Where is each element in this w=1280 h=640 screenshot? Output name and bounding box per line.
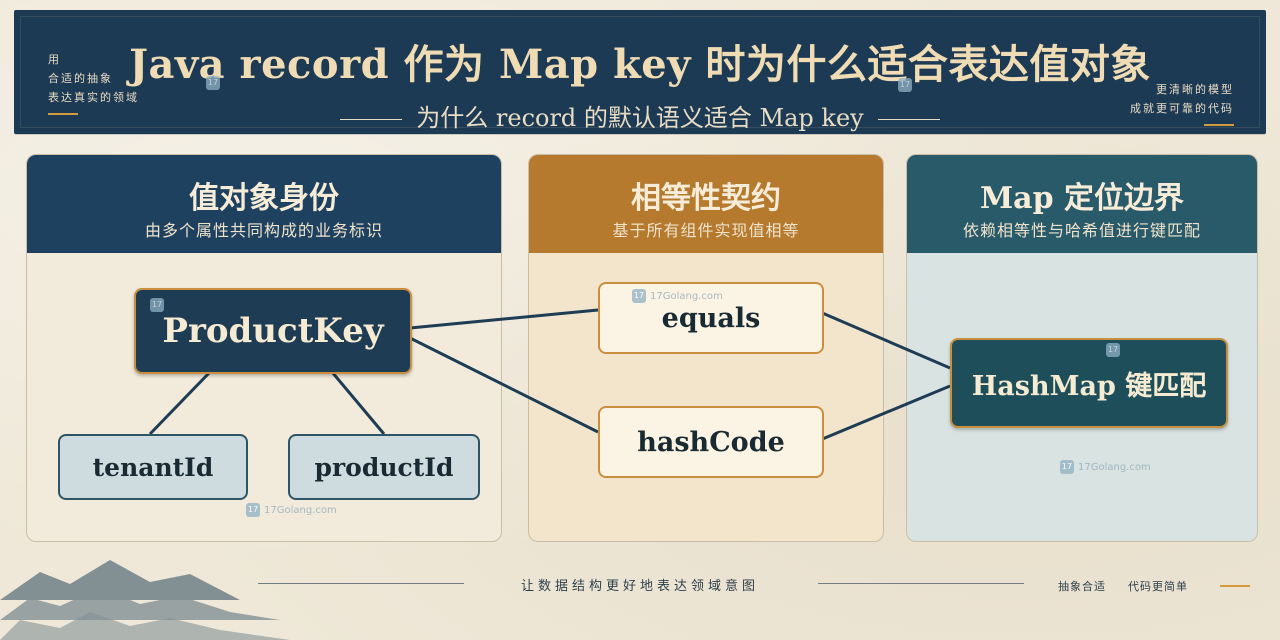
column-subtitle: 依赖相等性与哈希值进行键匹配 [962,221,1201,240]
hashcode-node: hashCode [598,406,824,478]
watermark: 17 17Golang.com [1060,460,1151,474]
footer-caption: 让数据结构更好地表达领域意图 [520,579,759,594]
watermark-text: 17Golang.com [1078,461,1151,473]
footer-rule-right [818,583,1024,584]
watermark-logo-icon: 17 [246,503,260,517]
watermark: 17 [1106,343,1120,357]
watermark: 17 17Golang.com [246,503,337,517]
column-header: 值对象身份 由多个属性共同构成的业务标识 [27,155,501,253]
footer-rule-left [258,583,464,584]
watermark-text: 17Golang.com [264,504,337,516]
header-frame [20,16,1260,128]
tenantid-node: tenantId [58,434,248,500]
watermark-logo-icon: 17 [206,76,220,90]
right-note-line: 成就更可靠的代码 [1130,102,1234,115]
connector-key-product [330,371,386,435]
column-title: 值对象身份 [189,181,339,216]
watermark: 17 17Golang.com [632,289,723,303]
subtitle-rule-right [877,119,940,120]
watermark-text: 17Golang.com [650,290,723,302]
watermark-logo-icon: 17 [150,298,164,312]
productid-node: productId [288,434,480,500]
left-note-line: 合适的抽象 [48,72,113,85]
column-subtitle: 由多个属性共同构成的业务标识 [144,221,383,240]
connector-key-tenant [148,370,212,436]
page-subtitle: 为什么 record 的默认语义适合 Map key [14,98,1266,133]
footer-tagline-b: 代码更简单 [1128,580,1188,593]
column-title: Map 定位边界 [979,181,1185,216]
column-subtitle: 基于所有组件实现值相等 [612,221,800,240]
watermark: 17 [898,78,912,92]
hashmap-node: HashMap 键匹配 [950,338,1228,428]
watermark-logo-icon: 17 [1106,343,1120,357]
left-note-accent [48,113,78,115]
header-banner: Java record 作为 Map key 时为什么适合表达值对象 为什么 r… [14,10,1266,134]
watermark: 17 [150,298,164,312]
subtitle-rule-left [340,119,403,120]
watermark-logo-icon: 17 [898,78,912,92]
page-title: Java record 作为 Map key 时为什么适合表达值对象 [129,41,1151,88]
subtitle-text: 为什么 record 的默认语义适合 Map key [416,104,864,132]
watermark: 17 [206,76,220,90]
footer-accent [1220,585,1250,587]
mountain-silhouette [0,560,290,640]
watermark-logo-icon: 17 [632,289,646,303]
mountain-back [0,560,240,600]
footer-tagline: 抽象合适 代码更简单 [1058,578,1188,594]
connector-key-hashcode [409,336,599,434]
mountain-mid [0,588,280,620]
right-note-line: 更清晰的模型 [1156,83,1234,96]
connector-hashcode-hashmap [819,384,951,442]
watermark-logo-icon: 17 [1060,460,1074,474]
productkey-node: ProductKey [134,288,412,374]
left-note: 用 合适的抽象 表达真实的领域 [48,50,139,115]
connector-key-equals [409,308,599,330]
column-title: 相等性契约 [631,181,781,216]
footer-tagline-a: 抽象合适 [1058,580,1106,593]
connector-equals-hashmap [819,310,951,370]
column-header: Map 定位边界 依赖相等性与哈希值进行键匹配 [907,155,1257,253]
right-note-accent [1204,124,1234,126]
right-note: 更清晰的模型 成就更可靠的代码 [1130,80,1234,126]
left-note-line: 表达真实的领域 [48,91,139,104]
column-header: 相等性契约 基于所有组件实现值相等 [529,155,883,253]
left-note-line: 用 [48,53,61,66]
mountain-front [0,612,290,640]
